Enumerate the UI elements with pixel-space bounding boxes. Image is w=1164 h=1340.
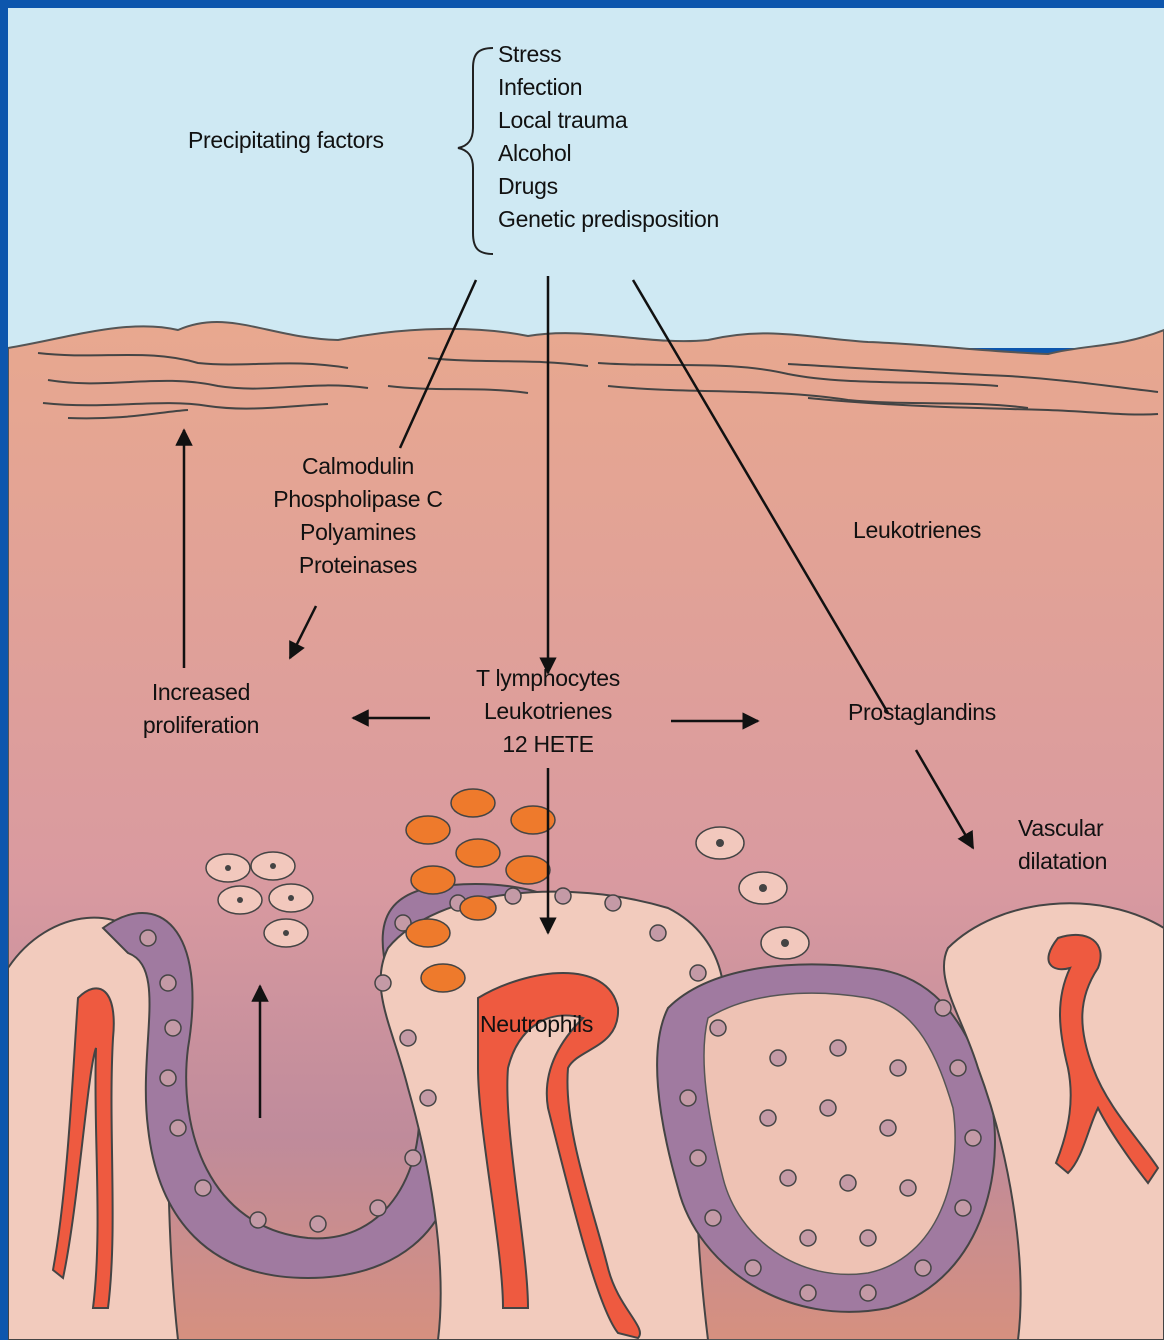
factor-infection: Infection — [498, 71, 719, 104]
increased-proliferation-label: Increased proliferation — [118, 676, 284, 742]
mediator-phospholipase-c: Phospholipase C — [248, 483, 468, 516]
increased-text: Increased — [118, 676, 284, 709]
neutrophils-label: Neutrophils — [480, 1008, 593, 1041]
leukotrienes-label: Leukotrienes — [853, 514, 981, 547]
vascular-text: Vascular — [1018, 812, 1107, 845]
precipitating-factors-label: Precipitating factors — [188, 124, 384, 157]
factor-stress: Stress — [498, 38, 719, 71]
mediators-list: Calmodulin Phospholipase C Polyamines Pr… — [248, 450, 468, 582]
factor-genetic-predisposition: Genetic predisposition — [498, 203, 719, 236]
factors-list: Stress Infection Local trauma Alcohol Dr… — [498, 38, 719, 236]
dilatation-text: dilatation — [1018, 845, 1107, 878]
factor-alcohol: Alcohol — [498, 137, 719, 170]
12-hete-text: 12 HETE — [438, 728, 658, 761]
center-mediators-label: T lymphocytes Leukotrienes 12 HETE — [438, 662, 658, 761]
psoriasis-pathogenesis-diagram: Precipitating factors Stress Infection L… — [8, 8, 1164, 1340]
vascular-dilatation-label: Vascular dilatation — [1018, 812, 1107, 878]
mediator-polyamines: Polyamines — [248, 516, 468, 549]
factor-local-trauma: Local trauma — [498, 104, 719, 137]
mediator-proteinases: Proteinases — [248, 549, 468, 582]
leukotrienes-center-text: Leukotrienes — [438, 695, 658, 728]
mediator-calmodulin: Calmodulin — [248, 450, 468, 483]
factor-drugs: Drugs — [498, 170, 719, 203]
t-lymphocytes-text: T lymphocytes — [438, 662, 658, 695]
proliferation-text: proliferation — [118, 709, 284, 742]
prostaglandins-label: Prostaglandins — [848, 696, 996, 729]
